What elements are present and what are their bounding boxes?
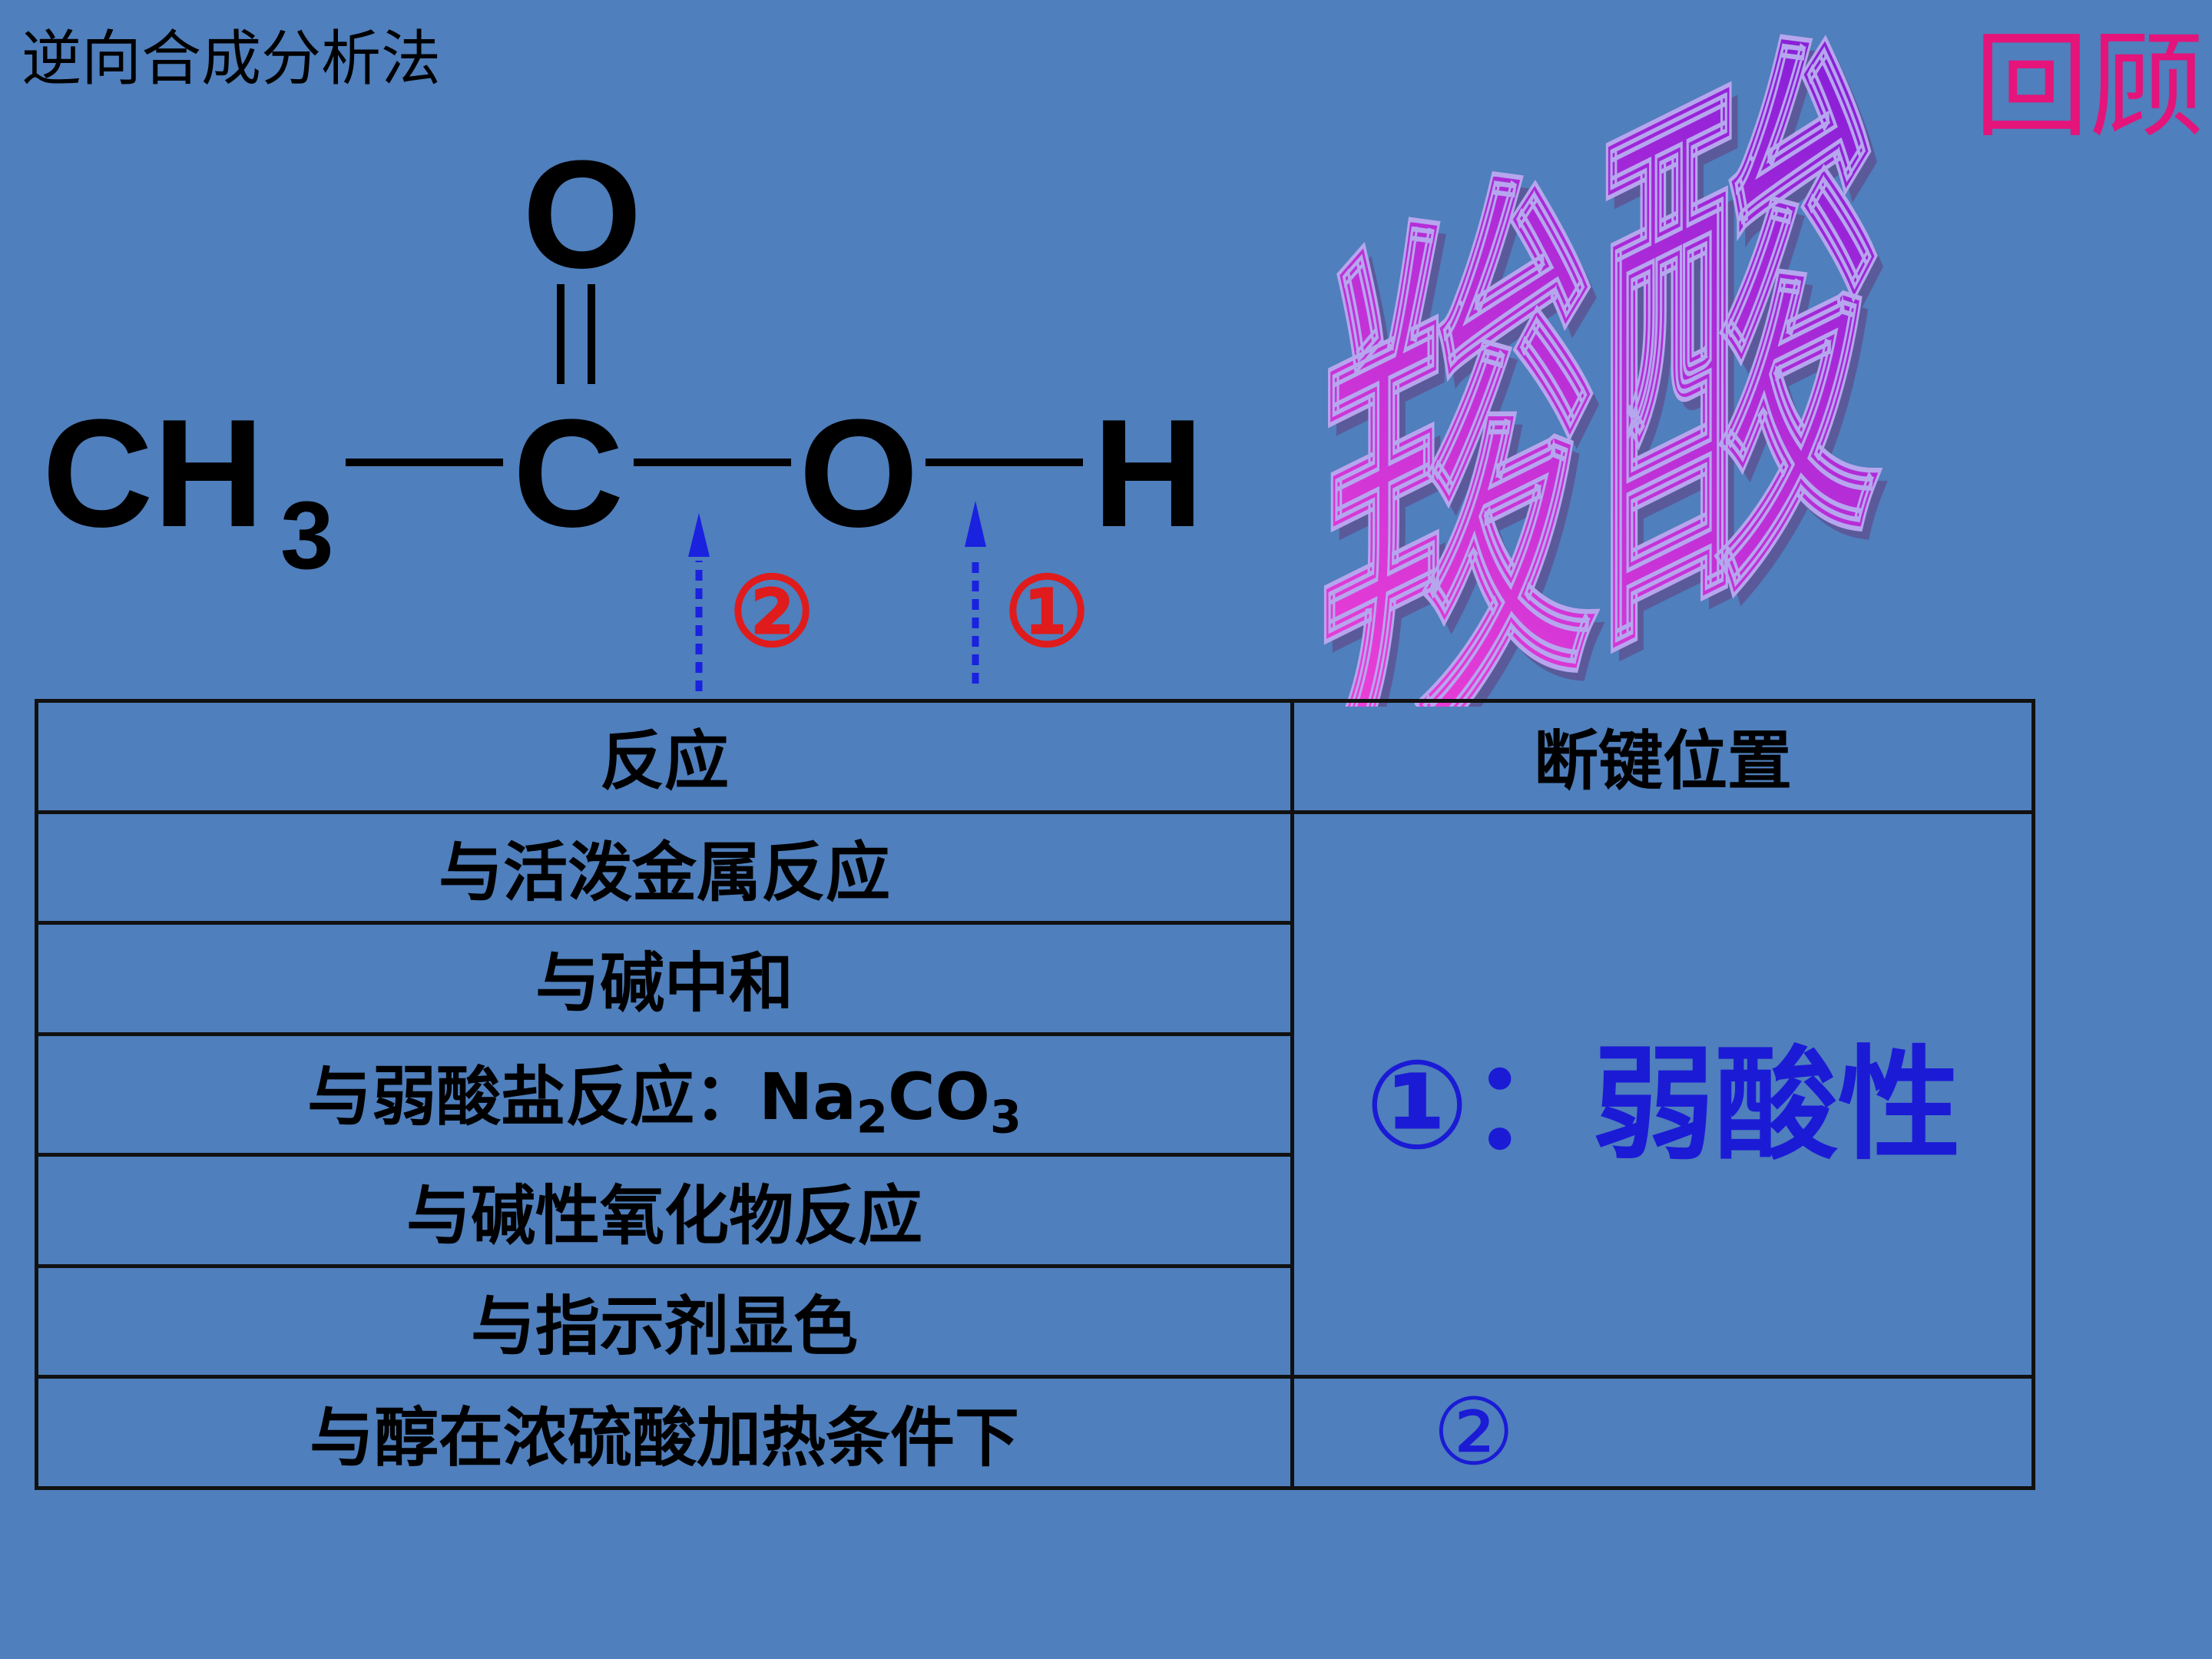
- o3-subscript: 3: [990, 1090, 1022, 1144]
- reaction-table: 反应 断键位置 与活泼金属反应 ①：弱酸性 与碱中和 与弱酸盐反应：Na2CO3…: [35, 699, 2035, 1490]
- atom-c: C: [513, 388, 624, 559]
- marker-2: ②: [729, 559, 815, 666]
- header-bond-position: 断键位置: [1290, 699, 2035, 814]
- page-title: 逆向合成分析法: [22, 25, 442, 94]
- reaction-cell: 与醇在浓硫酸加热条件下: [35, 1375, 1294, 1490]
- arrow-1-head: [965, 501, 986, 547]
- answer-weak-acidity: ①：弱酸性: [1290, 810, 2035, 1379]
- carboxylic-acid-title: 羧酸 羧酸: [1315, 15, 1891, 707]
- review-label: 回顾: [1974, 20, 2205, 154]
- group-ch3: CH: [42, 388, 264, 559]
- ch3-subscript: 3: [280, 482, 334, 589]
- reaction-cell-na2co3: 与弱酸盐反应：Na2CO3: [35, 1031, 1294, 1157]
- na2-subscript: 2: [856, 1090, 888, 1144]
- reaction-cell: 与碱性氧化物反应: [35, 1153, 1294, 1268]
- header-reaction: 反应: [35, 699, 1294, 814]
- reaction-cell: 与碱中和: [35, 921, 1294, 1036]
- answer-position-2: ②: [1290, 1375, 2035, 1490]
- big-title-text: 羧酸: [1317, 15, 1885, 707]
- table-row: 与弱酸盐反应：Na2CO3: [35, 1031, 2034, 1157]
- reaction-cell: 与指示剂显色: [35, 1263, 1294, 1379]
- table-row: 与指示剂显色: [35, 1263, 2034, 1379]
- marker-1: ①: [1004, 559, 1090, 666]
- atom-o-top: O: [522, 129, 642, 300]
- table-header-row: 反应 断键位置: [35, 699, 2035, 814]
- arrow-2-head: [688, 513, 710, 557]
- atom-h: H: [1093, 388, 1204, 559]
- atom-o: O: [799, 388, 919, 559]
- reaction-text: 与弱酸盐反应：Na: [307, 1059, 857, 1135]
- acetic-acid-formula: O CH 3 C O H ② ①: [42, 129, 1204, 691]
- table-row: 与醇在浓硫酸加热条件下 ②: [35, 1375, 2035, 1490]
- table-row: 与活泼金属反应 ①：弱酸性: [35, 810, 2035, 1379]
- co-text: CO: [887, 1059, 991, 1135]
- reaction-cell: 与活泼金属反应: [35, 810, 1294, 926]
- table-row: 与碱中和: [35, 921, 2034, 1036]
- table-row: 与碱性氧化物反应: [35, 1153, 2034, 1268]
